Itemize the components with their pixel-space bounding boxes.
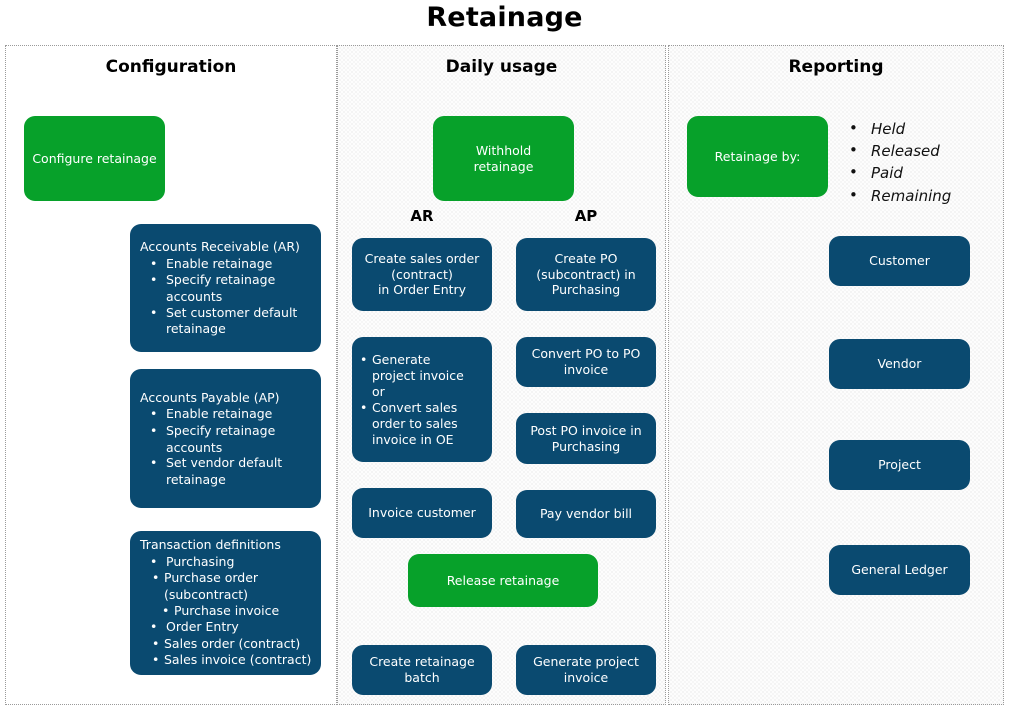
node-accounts-payable[interactable]: Accounts Payable (AP) Enable retainage S… [130, 369, 321, 508]
node-report-project-label: Project [878, 457, 921, 473]
ap-config-item: Set vendor default [140, 455, 315, 471]
node-report-vendor[interactable]: Vendor [829, 339, 970, 389]
create-po-line2: (subcontract) in [536, 266, 636, 282]
node-create-sales-order[interactable]: Create sales order (contract) in Order E… [352, 238, 492, 311]
label-ar: AR [410, 207, 434, 225]
reporting-status-item: Remaining [845, 184, 1005, 207]
node-create-po[interactable]: Create PO (subcontract) in Purchasing [516, 238, 656, 311]
ap-config-item-cont: retainage [166, 471, 226, 487]
ap-config-item-cont: accounts [166, 439, 223, 455]
txn-item-sales-invoice: Sales invoice (contract) [140, 652, 315, 668]
node-configure-retainage-label: Configure retainage [32, 150, 157, 166]
txn-header: Transaction definitions [140, 537, 281, 552]
node-invoice-customer[interactable]: Invoice customer [352, 488, 492, 538]
ar-config-item: Enable retainage [140, 256, 315, 272]
node-withhold-retainage[interactable]: Withhold retainage [433, 116, 574, 201]
node-configure-retainage[interactable]: Configure retainage [24, 116, 165, 201]
txn-item-purchase-order: Purchase order [140, 570, 315, 586]
invoice-option-cont: project invoice [372, 368, 464, 384]
panel-configuration-title: Configuration [105, 57, 237, 77]
post-po-line2: Purchasing [551, 438, 621, 454]
txn-item-purchase-invoice: Purchase invoice [140, 603, 315, 619]
panel-reporting-title: Reporting [788, 57, 884, 77]
node-release-retainage[interactable]: Release retainage [408, 554, 598, 607]
ar-config-header: Accounts Receivable (AR) [140, 239, 300, 255]
create-batch-line1: Create retainage [369, 654, 475, 670]
create-sales-order-line2: (contract) [391, 266, 453, 282]
panel-daily-usage-title: Daily usage [445, 57, 558, 77]
invoice-option-cont: invoice in OE [372, 431, 454, 447]
ar-config-item-cont: accounts [166, 289, 223, 304]
node-withhold-retainage-line2: retainage [473, 158, 534, 174]
ap-config-header: Accounts Payable (AP) [140, 389, 280, 405]
node-report-customer[interactable]: Customer [829, 236, 970, 286]
txn-item-order-entry: Order Entry [140, 619, 315, 635]
node-create-retainage-batch[interactable]: Create retainage batch [352, 645, 492, 695]
reporting-status-item: Paid [845, 161, 1005, 184]
node-report-vendor-label: Vendor [877, 356, 922, 372]
page-title: Retainage [426, 2, 583, 33]
txn-item-sales-order: Sales order (contract) [140, 636, 315, 652]
txn-item-purchase-order-cont: (subcontract) [164, 586, 249, 602]
ar-config-item-cont: retainage [166, 321, 226, 337]
convert-po-line2: invoice [563, 362, 609, 377]
post-po-line1: Post PO invoice in [530, 422, 642, 438]
node-accounts-receivable[interactable]: Accounts Receivable (AR) Enable retainag… [130, 224, 321, 352]
ap-config-item: Specify retainage [140, 423, 315, 439]
ap-config-list: Accounts Payable (AP) Enable retainage S… [140, 390, 315, 488]
node-post-po-invoice[interactable]: Post PO invoice in Purchasing [516, 413, 656, 464]
node-pay-vendor-bill-label: Pay vendor bill [539, 506, 633, 522]
node-report-customer-label: Customer [869, 253, 930, 269]
node-pay-vendor-bill[interactable]: Pay vendor bill [516, 490, 656, 538]
ar-config-list: Accounts Receivable (AR) Enable retainag… [140, 239, 315, 337]
reporting-status-list: Held Released Paid Remaining [845, 117, 1005, 207]
node-retainage-by[interactable]: Retainage by: [687, 116, 828, 197]
reporting-status-item: Released [845, 139, 1005, 162]
invoice-option-item: Generate [360, 352, 486, 368]
convert-po-line1: Convert PO to PO [531, 346, 641, 362]
label-ap: AP [574, 207, 598, 225]
ar-config-item: Specify retainage [140, 272, 315, 288]
generate-invoice-line2: invoice [563, 670, 609, 685]
invoice-option-cont: order to sales [372, 416, 458, 432]
node-convert-po[interactable]: Convert PO to PO invoice [516, 337, 656, 387]
invoice-options-list: Generate project invoice or Convert sale… [360, 352, 486, 448]
txn-item-purchasing: Purchasing [140, 554, 315, 570]
node-release-retainage-label: Release retainage [446, 572, 560, 588]
txn-definitions-list: Transaction definitions Purchasing Purch… [140, 537, 315, 668]
create-po-line3: Purchasing [551, 282, 621, 298]
reporting-status-item: Held [845, 117, 1005, 140]
node-transaction-definitions[interactable]: Transaction definitions Purchasing Purch… [130, 531, 321, 675]
invoice-option-cont: or [372, 383, 385, 399]
generate-invoice-line1: Generate project [533, 654, 639, 670]
node-report-project[interactable]: Project [829, 440, 970, 490]
ap-config-item: Enable retainage [140, 406, 315, 422]
node-report-general-ledger[interactable]: General Ledger [829, 545, 970, 595]
create-sales-order-line3: in Order Entry [377, 282, 467, 298]
node-report-general-ledger-label: General Ledger [851, 562, 948, 578]
node-retainage-by-label: Retainage by: [714, 148, 801, 164]
node-withhold-retainage-line1: Withhold [475, 142, 532, 158]
create-sales-order-line1: Create sales order [364, 251, 480, 267]
invoice-option-item: Convert sales [360, 400, 486, 416]
create-po-line1: Create PO [554, 251, 618, 267]
node-invoice-customer-label: Invoice customer [368, 505, 476, 521]
ar-config-item: Set customer default [140, 305, 315, 321]
node-generate-project-invoice[interactable]: Generate project invoice [516, 645, 656, 695]
create-batch-line2: batch [404, 670, 440, 685]
node-invoice-options[interactable]: Generate project invoice or Convert sale… [352, 337, 492, 462]
